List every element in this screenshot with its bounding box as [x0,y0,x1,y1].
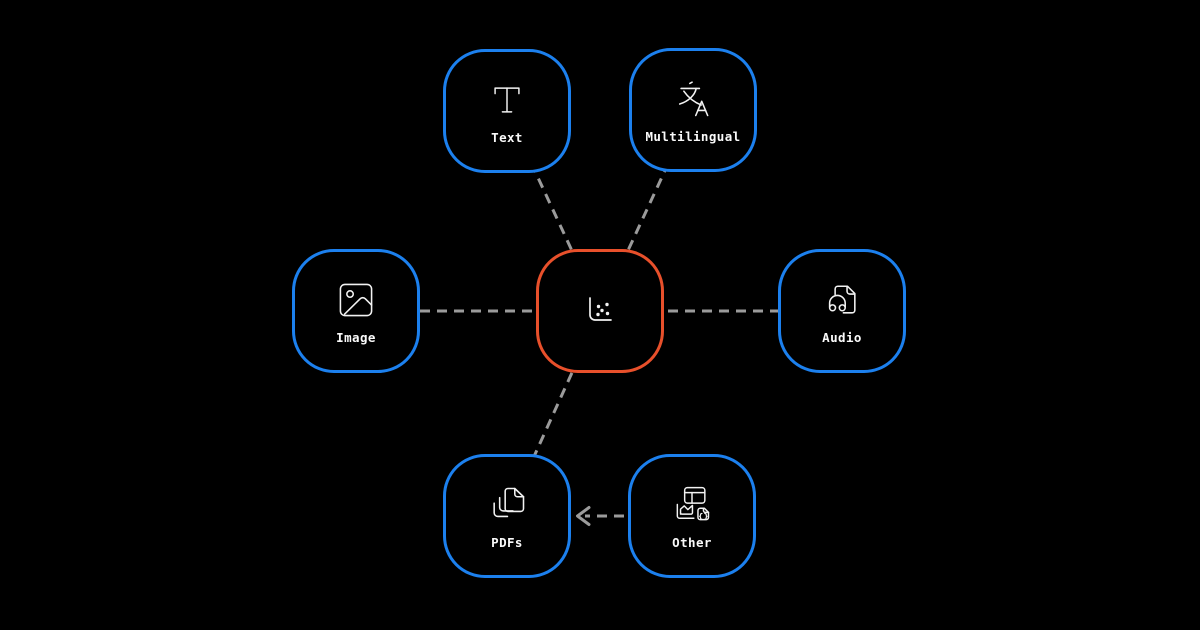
node-label: Audio [822,329,862,345]
node-label: Text [491,129,523,145]
node-center [536,249,664,373]
audio-file-icon [820,278,864,322]
image-icon [334,278,378,322]
text-icon [485,78,529,122]
table-icon [683,486,706,504]
node-label: Other [672,534,712,550]
node-label: Image [336,329,376,345]
scatter-plot-icon [576,287,624,335]
table-chart-json-icon [670,483,714,527]
area-chart-icon [676,503,695,519]
arrowhead-left-icon [576,506,591,526]
node-pdfs: PDFs [443,454,571,578]
node-label: Multilingual [645,128,741,144]
json-file-icon [697,506,710,520]
node-image: Image [292,249,420,373]
node-other: Other [628,454,756,578]
documents-stack-icon [485,483,529,527]
node-label: PDFs [491,534,523,550]
translate-icon [671,77,715,121]
node-multilingual: Multilingual [629,48,757,172]
node-text: Text [443,49,571,173]
node-audio: Audio [778,249,906,373]
